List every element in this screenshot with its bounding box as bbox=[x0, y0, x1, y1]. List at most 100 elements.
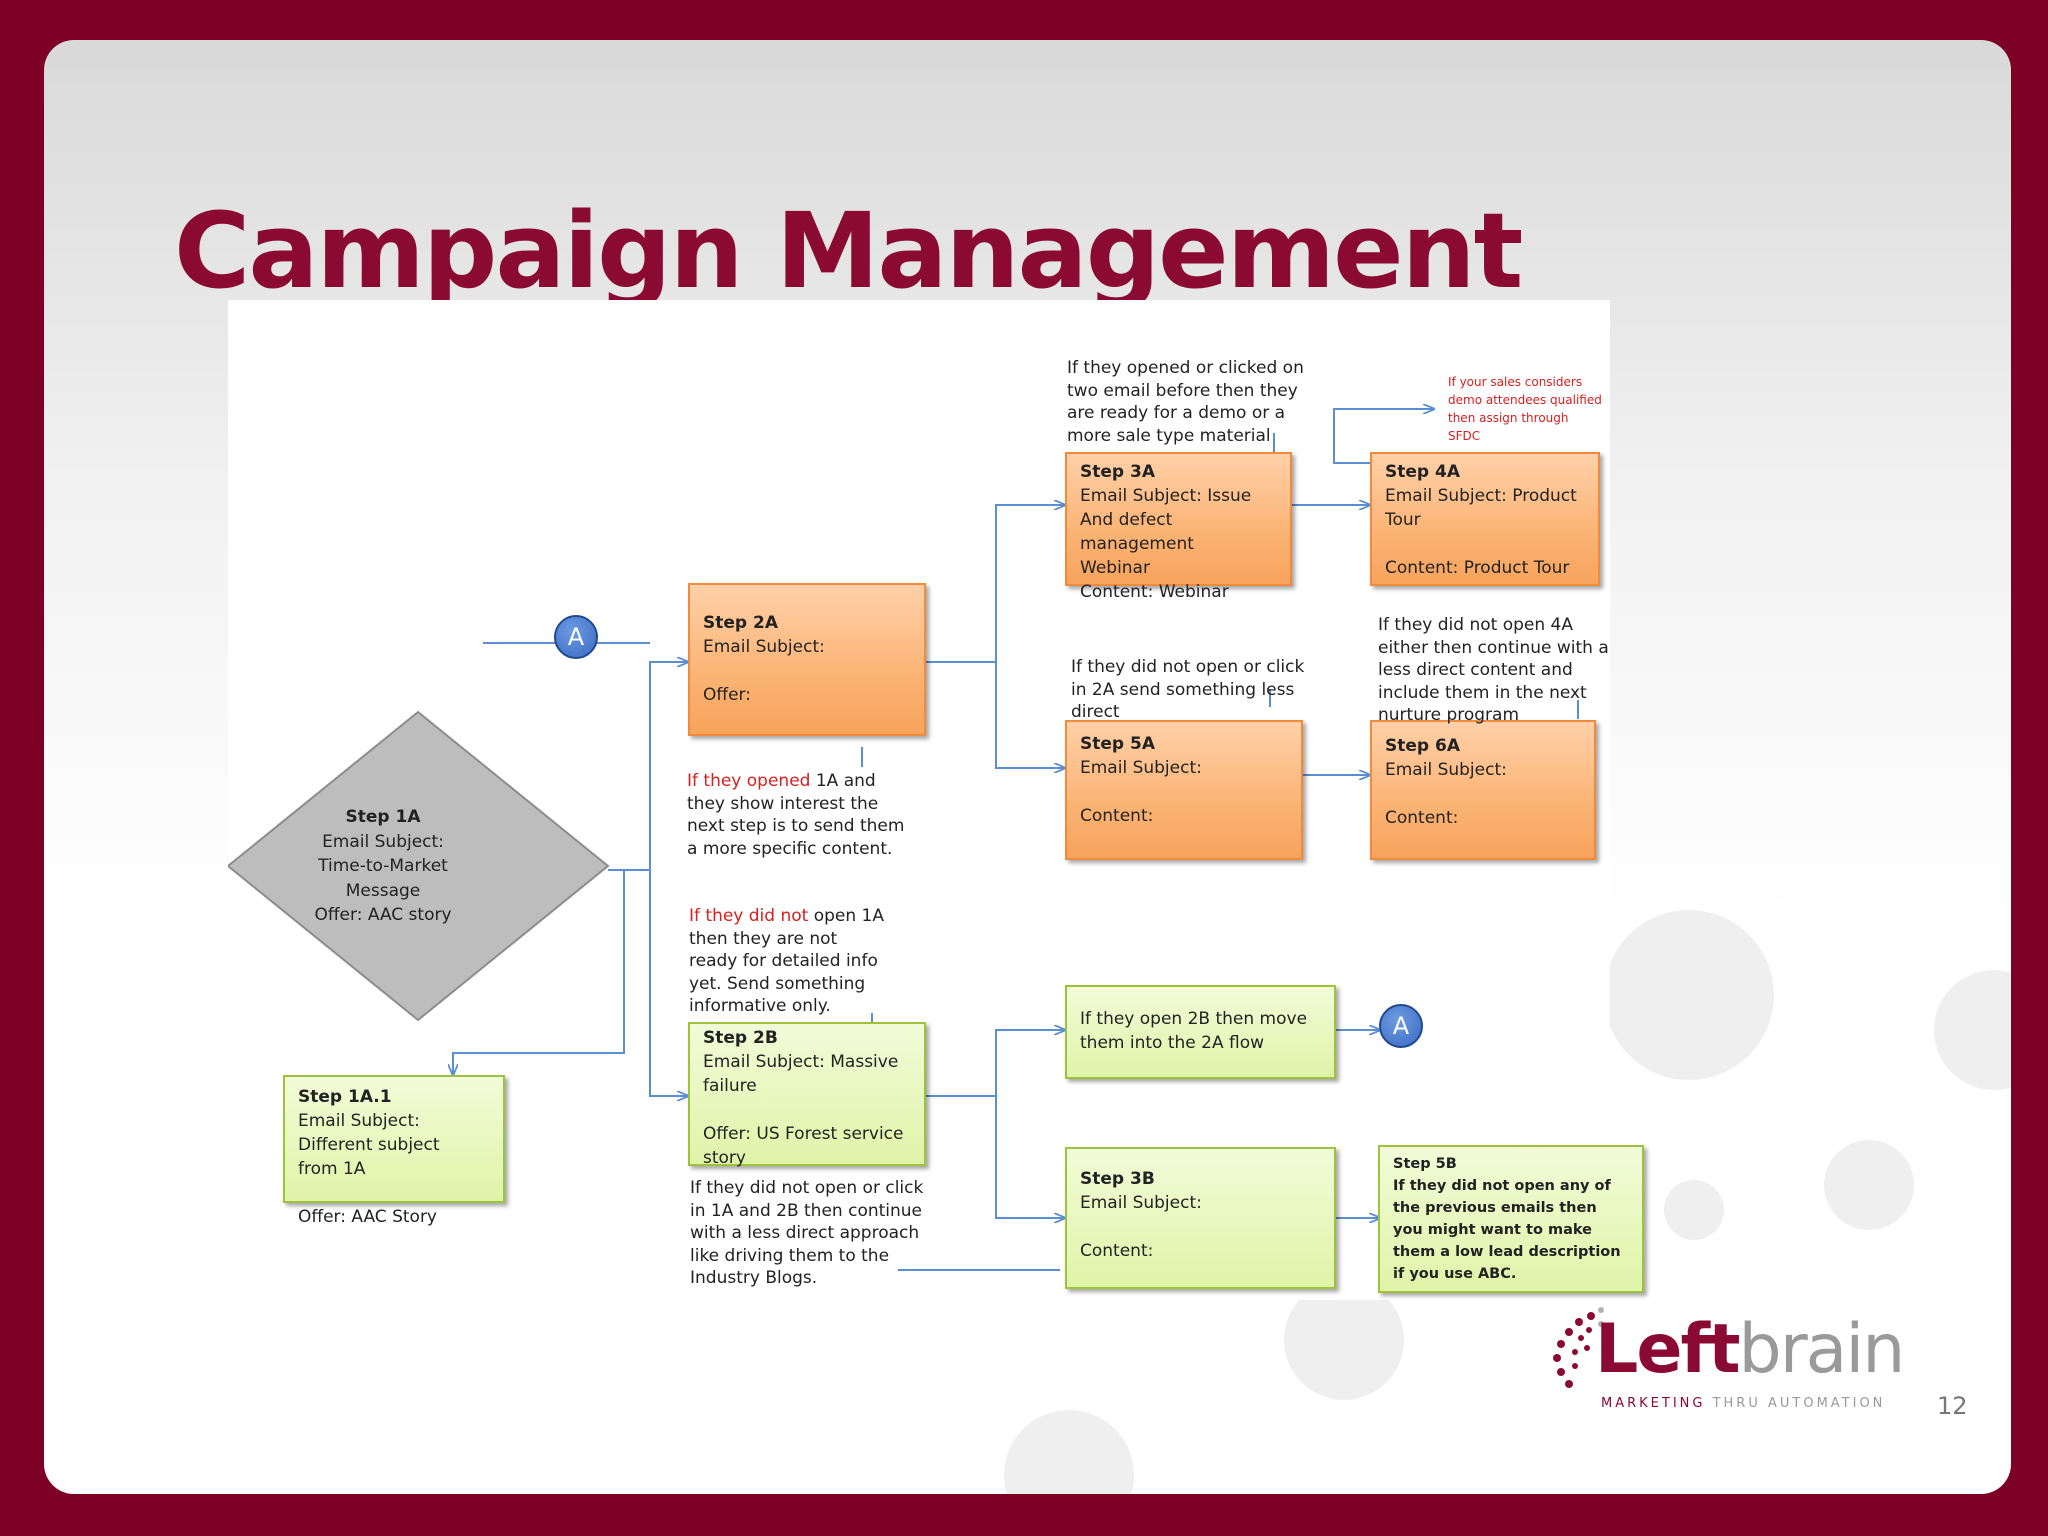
box-line: them a low lead description bbox=[1393, 1244, 1621, 1260]
note-3b: If they did not open or click in 1A and … bbox=[690, 1177, 923, 1290]
box-line: Email Subject: bbox=[1385, 760, 1507, 780]
box-line: Email Subject: bbox=[1080, 1193, 1202, 1213]
decor-bubble bbox=[1004, 1410, 1134, 1494]
step-6a-box: Step 6A Email Subject: Content: bbox=[1370, 720, 1596, 860]
note-line: are ready for a demo or a bbox=[1067, 403, 1286, 423]
note-line: If they opened or clicked on bbox=[1067, 358, 1304, 378]
note-5a: If they did not open or click in 2A send… bbox=[1071, 656, 1304, 724]
note-line: next step is to send them bbox=[687, 816, 905, 836]
note-line: in 1A and 2B then continue bbox=[690, 1200, 923, 1221]
box-line: Content: bbox=[1080, 806, 1154, 826]
box-line: Content: bbox=[1385, 808, 1459, 828]
flow-line bbox=[649, 870, 688, 1096]
box-head: Step 1A.1 bbox=[298, 1087, 392, 1107]
box-line: the previous emails then bbox=[1393, 1200, 1597, 1216]
box-line: Email Subject: bbox=[298, 1111, 420, 1131]
note-line: If they did not open or click bbox=[690, 1178, 924, 1198]
box-line: Different subject bbox=[298, 1135, 440, 1155]
note-line: a more specific content. bbox=[687, 838, 893, 859]
box-line: failure bbox=[703, 1076, 757, 1096]
note-line: with a less direct approach bbox=[690, 1223, 920, 1243]
decor-bubble bbox=[1664, 1180, 1724, 1240]
campaign-flow-diagram: A A Step 1A Email Subject: Time-to-Marke… bbox=[228, 300, 1644, 1300]
flow-line bbox=[995, 1096, 1065, 1218]
flow-line bbox=[995, 662, 1065, 768]
note-text: 1A and bbox=[810, 771, 876, 791]
note-line: like driving them to the bbox=[690, 1245, 890, 1266]
note-line: demo attendees qualified bbox=[1448, 393, 1602, 407]
logo-wordmark: Leftbrain bbox=[1595, 1316, 1905, 1384]
step-2a-box: Step 2A Email Subject: Offer: bbox=[688, 583, 926, 736]
box-head: Step 3B bbox=[1080, 1169, 1155, 1189]
step-1a-diamond bbox=[228, 710, 610, 1022]
note-line: SFDC bbox=[1448, 429, 1481, 443]
note-line: direct bbox=[1071, 702, 1120, 722]
note-line: then they are not bbox=[689, 928, 838, 949]
box-line: Content: Product Tour bbox=[1385, 558, 1570, 578]
logo-tag-right: THRU AUTOMATION bbox=[1712, 1396, 1886, 1411]
leftbrain-logo: Leftbrain MARKETING THRU AUTOMATION bbox=[1545, 1302, 1905, 1432]
note-line: more sale type material bbox=[1067, 425, 1271, 446]
connector-a-left: A bbox=[554, 615, 598, 659]
note-line: informative only. bbox=[689, 996, 831, 1016]
step-2b-box: Step 2B Email Subject: Massive failure O… bbox=[688, 1022, 926, 1168]
note-line: then assign through bbox=[1448, 411, 1569, 425]
step-1a-head: Step 1A bbox=[345, 807, 421, 827]
note-6a: If they did not open 4A either then cont… bbox=[1378, 614, 1609, 727]
box-line: If they did not open any of bbox=[1393, 1178, 1611, 1194]
note-2a: If they opened 1A and they show interest… bbox=[687, 770, 904, 860]
note-line: If they opened 1A and bbox=[687, 770, 904, 793]
box-head: Step 4A bbox=[1385, 462, 1460, 482]
box-head: Step 5B bbox=[1393, 1156, 1457, 1172]
box-line: Email Subject: Massive bbox=[703, 1052, 899, 1072]
note-text: open 1A bbox=[808, 906, 885, 926]
step-5a-box: Step 5A Email Subject: Content: bbox=[1065, 720, 1303, 860]
decor-bubble bbox=[1284, 1280, 1404, 1400]
note-line: Industry Blogs. bbox=[690, 1268, 818, 1288]
logo-dots-icon bbox=[1553, 1307, 1604, 1388]
page-number: 12 bbox=[1937, 1392, 1968, 1420]
note-red-text: If they opened bbox=[687, 771, 811, 791]
box-head: Step 3A bbox=[1080, 462, 1155, 482]
box-line: Offer: US Forest service bbox=[703, 1124, 904, 1144]
note-3a: If they opened or clicked on two email b… bbox=[1067, 357, 1304, 447]
move-to-2a-box: If they open 2B then move them into the … bbox=[1065, 985, 1336, 1079]
step-1a-text: Step 1A Email Subject: Time-to-Market Me… bbox=[258, 805, 508, 928]
note-line: If your sales considers bbox=[1448, 375, 1583, 389]
logo-word-left: Left bbox=[1595, 1310, 1741, 1389]
slide-title: Campaign Management bbox=[174, 190, 1523, 312]
logo-word-right: brain bbox=[1738, 1310, 1906, 1389]
box-head: Step 5A bbox=[1080, 734, 1155, 754]
box-line: them into the 2A flow bbox=[1080, 1033, 1264, 1053]
box-line: Email Subject: bbox=[1080, 758, 1202, 778]
box-line: Email Subject: Product bbox=[1385, 486, 1577, 506]
box-line: Offer: bbox=[703, 685, 751, 705]
box-line: And defect management bbox=[1080, 510, 1194, 554]
note-line: If they did not open 4A bbox=[1378, 615, 1573, 635]
connector-a-right: A bbox=[1379, 1004, 1423, 1048]
step-3b-box: Step 3B Email Subject: Content: bbox=[1065, 1147, 1336, 1289]
step-1a1-box: Step 1A.1 Email Subject: Different subje… bbox=[283, 1075, 505, 1227]
box-line: you might want to make bbox=[1393, 1222, 1592, 1238]
box-head: Step 6A bbox=[1385, 736, 1460, 756]
box-line: from 1A bbox=[298, 1159, 366, 1179]
box-line: Content: bbox=[1080, 1241, 1154, 1261]
decor-bubble bbox=[1824, 1140, 1914, 1230]
box-line: Email Subject: Issue bbox=[1080, 486, 1252, 506]
note-2b: If they did not open 1A then they are no… bbox=[689, 905, 884, 1018]
note-line: ready for detailed info bbox=[689, 951, 878, 971]
box-line: Email Subject: bbox=[703, 637, 825, 657]
box-line: Tour bbox=[1385, 510, 1421, 530]
note-line: include them in the next bbox=[1378, 682, 1587, 703]
box-head: Step 2A bbox=[703, 613, 778, 633]
box-head: Step 2B bbox=[703, 1028, 778, 1048]
logo-tag-left: MARKETING bbox=[1601, 1396, 1713, 1411]
step-1a-line: Email Subject: bbox=[322, 831, 444, 852]
note-line: less direct content and bbox=[1378, 660, 1573, 680]
flow-line bbox=[995, 505, 1065, 662]
note-line: either then continue with a bbox=[1378, 637, 1609, 658]
connector-lines bbox=[228, 300, 1579, 1271]
step-4a-box: Step 4A Email Subject: Product Tour Cont… bbox=[1370, 452, 1600, 586]
note-sales: If your sales considers demo attendees q… bbox=[1448, 373, 1602, 445]
box-line: If they open 2B then move bbox=[1080, 1009, 1308, 1029]
